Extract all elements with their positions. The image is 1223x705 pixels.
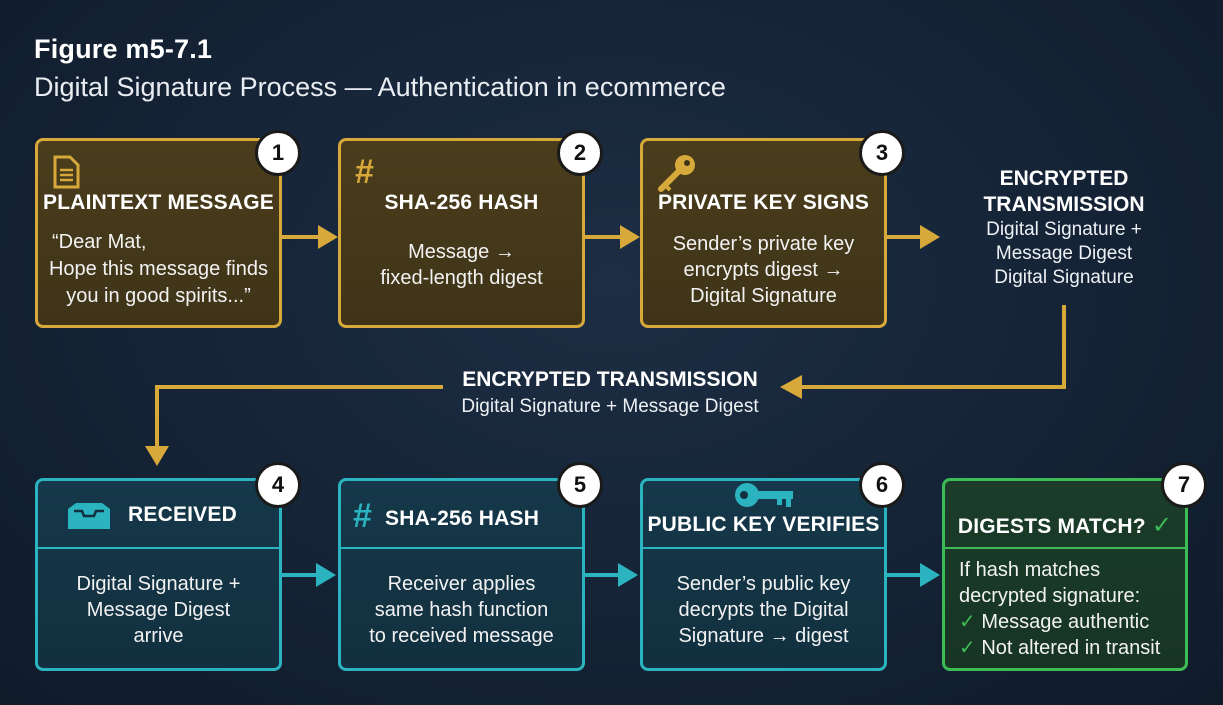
step-7-digests-match-box: DIGESTS MATCH? ✓ If hash matches decrypt… xyxy=(942,478,1188,671)
step-3-line: Sender’s private key xyxy=(672,233,855,255)
step-3-private-key-box: PRIVATE KEY SIGNS Sender’s private key e… xyxy=(640,138,887,328)
side-transmission-line: Digital Signature xyxy=(994,267,1134,288)
step-4-received-box: RECEIVED Digital Signature + Message Dig… xyxy=(35,478,282,671)
step-7-line: If hash matches xyxy=(959,559,1101,581)
document-icon xyxy=(53,155,80,189)
arrow-transmission-return xyxy=(780,305,1066,399)
step-1-heading: PLAINTEXT MESSAGE xyxy=(43,191,274,214)
side-transmission-line: Digital Signature + xyxy=(986,219,1142,240)
step-7-check-item: ✓ Not altered in transit xyxy=(959,635,1179,661)
step-7-check-item: ✓ Message authentic xyxy=(959,609,1179,635)
hash-icon: # xyxy=(353,497,372,535)
checkmark-icon: ✓ xyxy=(959,637,976,659)
step-badge-7: 7 xyxy=(1161,462,1207,508)
step-7-text: If hash matches decrypted signature: ✓ M… xyxy=(959,557,1179,661)
arrow-2-to-3 xyxy=(585,225,640,249)
step-6-text: Sender’s public key decrypts the Digital… xyxy=(649,571,878,649)
step-6-public-key-box: PUBLIC KEY VERIFIES Sender’s public key … xyxy=(640,478,887,671)
checkmark-icon: ✓ xyxy=(1151,512,1173,539)
arrow-4-to-5 xyxy=(282,563,336,587)
side-transmission-line: Message Digest xyxy=(995,243,1133,264)
step-2-text: Message → fixed-length digest xyxy=(347,239,576,291)
side-transmission-heading-1: ENCRYPTED xyxy=(999,167,1129,190)
figure-title: Figure m5-7.1 xyxy=(34,34,213,64)
step-7-heading: DIGESTS MATCH? xyxy=(957,515,1146,538)
step-3-text: Sender’s private key encrypts digest → D… xyxy=(649,231,878,309)
step-1-line: “Dear Mat, xyxy=(52,231,147,253)
encrypted-transmission-middle: ENCRYPTED TRANSMISSION Digital Signature… xyxy=(410,366,810,420)
step-badge-6: 6 xyxy=(859,462,905,508)
step-6-heading: PUBLIC KEY VERIFIES xyxy=(647,513,880,536)
hash-icon: # xyxy=(355,153,374,191)
figure-subtitle: Digital Signature Process — Authenticati… xyxy=(34,72,726,102)
checkmark-icon: ✓ xyxy=(959,611,976,633)
step-badge-3: 3 xyxy=(859,130,905,176)
step-7-check-text: Message authentic xyxy=(981,611,1150,633)
middle-transmission-heading: ENCRYPTED TRANSMISSION xyxy=(462,368,758,391)
step-5-line: to received message xyxy=(369,625,554,647)
inbox-icon xyxy=(68,503,110,529)
step-2-line: fixed-length digest xyxy=(380,267,543,289)
step-5-line: same hash function xyxy=(374,599,549,621)
step-6-line: Signature → digest xyxy=(678,625,849,647)
step-badge-4: 4 xyxy=(255,462,301,508)
step-2-hash-box: # SHA-256 HASH Message → fixed-length di… xyxy=(338,138,585,328)
step-4-divider xyxy=(38,547,279,549)
arrow-to-received xyxy=(145,385,443,466)
step-7-line: decrypted signature: xyxy=(959,585,1141,607)
side-transmission-heading-2: TRANSMISSION xyxy=(983,193,1145,216)
step-5-hash-box: # SHA-256 HASH Receiver applies same has… xyxy=(338,478,585,671)
step-5-text: Receiver applies same hash function to r… xyxy=(347,571,576,649)
step-6-divider xyxy=(643,547,884,549)
key-icon xyxy=(735,483,793,507)
arrow-5-to-6 xyxy=(585,563,638,587)
encrypted-transmission-side: ENCRYPTED TRANSMISSION Digital Signature… xyxy=(955,166,1173,290)
step-2-heading: SHA-256 HASH xyxy=(384,191,539,214)
step-6-line: Sender’s public key xyxy=(676,573,851,595)
step-5-heading: SHA-256 HASH xyxy=(385,507,540,530)
step-4-line: arrive xyxy=(133,625,184,647)
step-2-line: Message → xyxy=(408,241,515,263)
step-1-line: Hope this message finds xyxy=(48,258,268,280)
step-5-divider xyxy=(341,547,582,549)
step-badge-2: 2 xyxy=(557,130,603,176)
step-3-line: encrypts digest → xyxy=(683,259,844,281)
step-4-text: Digital Signature + Message Digest arriv… xyxy=(44,571,273,649)
key-icon xyxy=(658,155,695,192)
step-3-heading: PRIVATE KEY SIGNS xyxy=(657,191,870,214)
step-1-text: “Dear Mat, Hope this message finds you i… xyxy=(44,229,273,310)
step-badge-5: 5 xyxy=(557,462,603,508)
step-1-plaintext-box: PLAINTEXT MESSAGE “Dear Mat, Hope this m… xyxy=(35,138,282,328)
step-7-divider xyxy=(945,547,1185,549)
arrow-1-to-2 xyxy=(282,225,338,249)
step-7-check-text: Not altered in transit xyxy=(981,637,1161,659)
arrow-6-to-7 xyxy=(887,563,940,587)
step-badge-1: 1 xyxy=(255,130,301,176)
arrow-3-to-transmission xyxy=(887,225,940,249)
step-1-line: you in good spirits...” xyxy=(66,285,251,307)
step-5-line: Receiver applies xyxy=(387,573,536,595)
step-3-line: Digital Signature xyxy=(690,285,837,307)
middle-transmission-text: Digital Signature + Message Digest xyxy=(461,396,759,417)
step-4-line: Digital Signature + xyxy=(76,573,241,595)
step-4-heading: RECEIVED xyxy=(128,503,237,526)
step-7-heading-row: DIGESTS MATCH? ✓ xyxy=(945,511,1185,540)
step-6-line: decrypts the Digital xyxy=(678,599,849,621)
step-4-line: Message Digest xyxy=(86,599,231,621)
